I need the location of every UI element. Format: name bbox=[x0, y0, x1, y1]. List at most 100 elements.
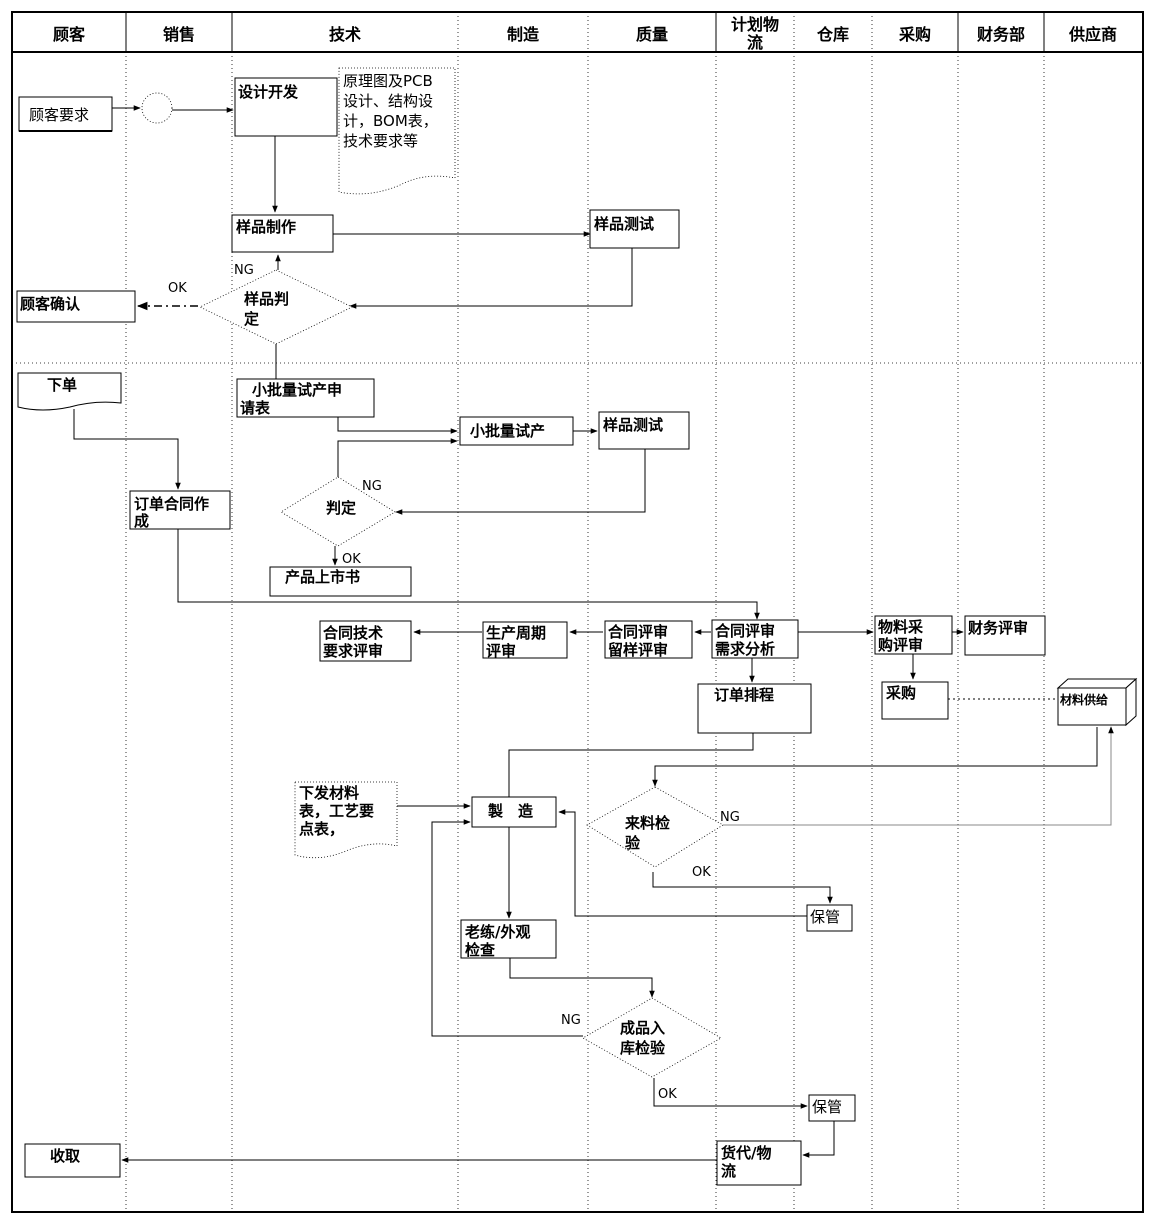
contract-making-line-1: 订单合同作 bbox=[134, 495, 209, 513]
sample-judgement-line-1: 样品判 bbox=[244, 290, 289, 308]
arrow-ng-to-manufacture bbox=[431, 819, 583, 1037]
production-cycle-line-1: 生产周期 bbox=[486, 624, 546, 642]
lane-separators bbox=[125, 12, 1045, 1212]
receive-node: 收取 bbox=[24, 1143, 121, 1178]
sample-judgement-decision: 样品判 定 bbox=[199, 269, 353, 345]
storage-label-1: 保管 bbox=[810, 908, 840, 926]
final-inspection-line-1: 成品入 bbox=[620, 1019, 665, 1037]
design-document-line-2: 设计、结构设 bbox=[343, 92, 433, 110]
contract-tech-review-node: 合同技术 要求评审 bbox=[319, 620, 412, 662]
sample-making-node: 样品制作 bbox=[231, 214, 334, 253]
sample-test-label-1: 样品测试 bbox=[594, 215, 654, 233]
arrow-storage-to-manufacture bbox=[558, 809, 807, 917]
order-scheduling-label: 订单排程 bbox=[714, 686, 774, 704]
design-development-node: 设计开发 bbox=[234, 77, 338, 137]
order-node: 下单 bbox=[17, 372, 122, 411]
product-launch-node: 产品上市书 bbox=[269, 566, 412, 597]
forwarder-line-1: 货代/物 bbox=[721, 1144, 771, 1162]
lane-header-finance: 财务部 bbox=[976, 25, 1025, 44]
ng-flag-2: NG bbox=[362, 479, 382, 494]
material-review-line-2: 购评审 bbox=[878, 636, 923, 654]
ng-flag-4: NG bbox=[561, 1013, 581, 1028]
customer-requirement-label: 顾客要求 bbox=[29, 106, 89, 124]
arrow-test2-to-judge bbox=[395, 449, 646, 515]
outer-frame bbox=[11, 11, 1144, 1213]
material-purchase-review-node: 物料采 购评审 bbox=[874, 615, 953, 655]
trial-judgement-label: 判定 bbox=[326, 499, 356, 517]
final-inspection-line-2: 库检验 bbox=[620, 1039, 666, 1057]
arrow-ok-to-storage1 bbox=[652, 872, 833, 904]
forwarder-logistics-node: 货代/物 流 bbox=[716, 1140, 802, 1186]
incoming-inspection-line-1: 来料检 bbox=[624, 814, 670, 832]
arrow-supply-to-incoming bbox=[652, 727, 1098, 787]
ok-flag-4: OK bbox=[658, 1087, 677, 1102]
arrow-storage-to-forwarder bbox=[802, 1121, 835, 1158]
design-document-line-3: 计，BOM表， bbox=[343, 112, 438, 130]
aging-inspection-line-1: 老练/外观 bbox=[464, 923, 530, 941]
lane-header-quality: 质量 bbox=[636, 25, 668, 44]
ok-flag-3: OK bbox=[692, 865, 711, 880]
order-label: 下单 bbox=[47, 376, 77, 394]
lane-header-sales: 销售 bbox=[163, 25, 195, 44]
forwarder-line-2: 流 bbox=[721, 1162, 736, 1180]
arrow-contract-to-demand bbox=[177, 529, 760, 620]
trial-production-label: 小批量试产 bbox=[470, 422, 545, 440]
production-cycle-line-2: 评审 bbox=[486, 642, 516, 660]
order-scheduling-node: 订单排程 bbox=[697, 683, 812, 734]
storage-node-2: 保管 bbox=[808, 1094, 856, 1122]
trial-application-node: 小批量试产申 请表 bbox=[236, 378, 375, 418]
incoming-inspection-line-2: 验 bbox=[625, 834, 641, 852]
production-cycle-review-node: 生产周期 评审 bbox=[482, 621, 568, 660]
product-launch-label: 产品上市书 bbox=[285, 568, 360, 586]
contract-tech-review-line-2: 要求评审 bbox=[323, 642, 383, 660]
trial-production-node: 小批量试产 bbox=[459, 416, 574, 446]
sample-test-node-1: 样品测试 bbox=[589, 209, 680, 249]
design-development-label: 设计开发 bbox=[238, 83, 299, 101]
ng-flag-3: NG bbox=[720, 810, 740, 825]
trial-application-line-1: 小批量试产申 bbox=[252, 381, 342, 399]
demand-analysis-line-1: 合同评审 bbox=[714, 622, 775, 640]
issue-documents-line-2: 表，工艺要 bbox=[299, 802, 374, 820]
final-inspection-decision: 成品入 库检验 bbox=[582, 997, 722, 1078]
sample-test-node-2: 样品测试 bbox=[598, 411, 690, 450]
sample-retention-line-2: 留样评审 bbox=[608, 641, 668, 659]
contract-making-node: 订单合同作 成 bbox=[129, 490, 231, 530]
trial-application-line-2: 请表 bbox=[240, 399, 271, 417]
header-separators bbox=[125, 12, 1045, 52]
arrow-ng-to-supplier bbox=[723, 726, 1114, 826]
issue-documents-node: 下发材料 表，工艺要 点表， bbox=[294, 781, 398, 859]
arrow-ok-to-storage2 bbox=[653, 1078, 808, 1109]
lane-header-customer: 顾客 bbox=[53, 25, 86, 44]
manufacturing-node: 製 造 bbox=[471, 796, 557, 828]
storage-node-1: 保管 bbox=[806, 904, 853, 932]
design-document-node: 原理图及PCB 设计、结构设 计，BOM表， 技术要求等 bbox=[338, 67, 456, 195]
arrow-schedule-to-manufacture bbox=[506, 733, 754, 809]
manufacturing-label: 製 造 bbox=[487, 802, 533, 820]
sample-retention-line-1: 合同评审 bbox=[607, 623, 668, 641]
arrow-aging-to-final bbox=[509, 958, 655, 998]
demand-analysis-node: 合同评审 需求分析 bbox=[711, 619, 799, 659]
purchasing-node: 采购 bbox=[881, 681, 949, 720]
lane-header-purchasing: 采购 bbox=[898, 25, 931, 44]
receive-label: 收取 bbox=[50, 1147, 81, 1165]
issue-documents-line-1: 下发材料 bbox=[299, 784, 359, 802]
aging-inspection-line-2: 检查 bbox=[465, 941, 496, 959]
trial-judgement-decision: 判定 bbox=[280, 476, 396, 547]
finance-review-label: 财务评审 bbox=[968, 619, 1028, 637]
incoming-inspection-decision: 来料检 验 bbox=[586, 786, 724, 868]
material-review-line-1: 物料采 bbox=[878, 618, 924, 636]
lane-header-warehouse: 仓库 bbox=[816, 25, 849, 44]
customer-requirement-node: 顾客要求 bbox=[18, 96, 113, 132]
sample-judgement-line-2: 定 bbox=[244, 310, 259, 328]
contract-tech-review-line-1: 合同技术 bbox=[322, 624, 383, 642]
lane-header-manufacturing: 制造 bbox=[507, 25, 540, 44]
purchasing-label: 采购 bbox=[885, 684, 916, 702]
sample-retention-review-node: 合同评审 留样评审 bbox=[604, 620, 693, 659]
contract-making-line-2: 成 bbox=[134, 512, 149, 530]
storage-label-2: 保管 bbox=[812, 1098, 842, 1116]
design-document-line-1: 原理图及PCB bbox=[343, 72, 433, 90]
aging-inspection-node: 老练/外观 检查 bbox=[460, 919, 557, 959]
issue-documents-line-3: 点表， bbox=[299, 820, 344, 838]
lane-header-planning: 计划物流 bbox=[731, 15, 779, 52]
ok-flag-1: OK bbox=[168, 281, 187, 296]
